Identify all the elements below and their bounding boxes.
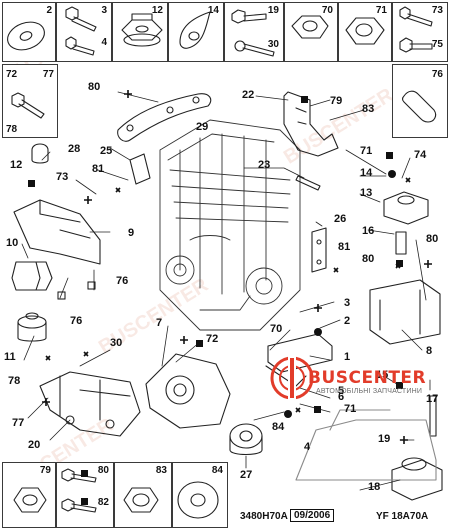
callout-74[interactable]: 74 <box>414 149 427 161</box>
callout-4[interactable]: 4 <box>304 441 311 453</box>
callout-71[interactable]: 71 <box>344 403 357 415</box>
callout-80[interactable]: 80 <box>88 81 101 93</box>
callout-20[interactable]: 20 <box>28 439 41 451</box>
callout-15[interactable]: 15 <box>376 369 389 381</box>
callout-12[interactable]: 12 <box>10 159 23 171</box>
brand-tagline: АВТОМОБІЛЬНІ ЗАПЧАСТИНИ <box>316 388 423 395</box>
callout-76[interactable]: 76 <box>70 315 83 327</box>
callout-7[interactable]: 7 <box>156 317 163 329</box>
van-icon <box>295 409 437 481</box>
callout-11[interactable]: 11 <box>4 351 16 363</box>
box-number: 19 <box>267 5 279 16</box>
callout-26[interactable]: 26 <box>334 213 347 225</box>
callout-25[interactable]: 25 <box>100 145 113 157</box>
callout-13[interactable]: 13 <box>360 187 373 199</box>
callout-78[interactable]: 78 <box>8 375 21 387</box>
callout-77[interactable]: 77 <box>12 417 25 429</box>
box-number: 80 <box>97 465 109 476</box>
callout-18[interactable]: 18 <box>368 481 381 493</box>
callout-16[interactable]: 16 <box>362 225 375 237</box>
part-box-73-75[interactable]: 73 75 <box>392 2 448 62</box>
box-number: 14 <box>207 5 219 16</box>
box-number: 77 <box>42 69 54 80</box>
callout-8[interactable]: 8 <box>426 345 433 357</box>
callout-76[interactable]: 76 <box>116 275 129 287</box>
engine-block-icon <box>159 119 301 331</box>
callout-17[interactable]: 17 <box>426 393 439 405</box>
box-number: 83 <box>155 465 167 476</box>
callout-22[interactable]: 22 <box>242 89 255 101</box>
box-number: 70 <box>321 5 333 16</box>
callout-81[interactable]: 81 <box>92 163 105 175</box>
callout-81[interactable]: 81 <box>338 241 351 253</box>
brand-logo-icon <box>270 356 314 400</box>
callout-2[interactable]: 2 <box>344 315 351 327</box>
callout-73[interactable]: 73 <box>56 171 69 183</box>
box-number: 82 <box>97 497 109 508</box>
callout-30[interactable]: 30 <box>110 337 123 349</box>
callout-29[interactable]: 29 <box>196 121 209 133</box>
diagram-reference: YF 18A70A <box>376 511 429 522</box>
box-number: 75 <box>431 39 443 50</box>
callout-23[interactable]: 23 <box>258 159 271 171</box>
box-number: 72 <box>6 69 18 80</box>
callout-19[interactable]: 19 <box>378 433 391 445</box>
washer-icon <box>7 21 45 51</box>
box-number: 3 <box>101 5 107 16</box>
part-box-76[interactable]: 76 <box>392 64 448 138</box>
callout-80[interactable]: 80 <box>362 253 375 265</box>
box-number: 76 <box>431 69 443 80</box>
brand-logo <box>268 354 316 402</box>
callout-72[interactable]: 72 <box>206 333 219 345</box>
callout-79[interactable]: 79 <box>330 95 343 107</box>
box-number: 12 <box>151 5 163 16</box>
callout-71[interactable]: 71 <box>360 145 373 157</box>
callout-70[interactable]: 70 <box>270 323 283 335</box>
diagram-date: 09/2006 <box>290 509 335 522</box>
brand-name: BUSCENTER <box>308 368 427 388</box>
box-number: 73 <box>431 5 443 16</box>
callout-14[interactable]: 14 <box>360 167 373 179</box>
callout-28[interactable]: 28 <box>68 143 81 155</box>
callout-9[interactable]: 9 <box>128 227 135 239</box>
part-box-2[interactable]: 2 <box>2 2 56 62</box>
box-number: 79 <box>39 465 51 476</box>
callout-80[interactable]: 80 <box>426 233 439 245</box>
callout-1[interactable]: 1 <box>344 351 351 363</box>
diagram-code: 3480H70A <box>240 511 288 522</box>
callout-5[interactable]: 5 <box>338 385 345 397</box>
box-number: 78 <box>6 124 18 135</box>
box-number: 4 <box>101 37 107 48</box>
box-number: 84 <box>211 465 223 476</box>
callout-27[interactable]: 27 <box>240 469 253 481</box>
part-box-83[interactable]: 83 <box>114 462 172 528</box>
callout-6[interactable]: 6 <box>338 391 345 403</box>
box-number: 71 <box>375 5 387 16</box>
part-box-72-77-78[interactable]: 72 77 78 <box>2 64 58 138</box>
part-box-70[interactable]: 70 <box>284 2 338 62</box>
callout-10[interactable]: 10 <box>6 237 19 249</box>
callout-83[interactable]: 83 <box>362 103 375 115</box>
box-number: 30 <box>267 39 279 50</box>
part-box-84[interactable]: 84 <box>172 462 228 528</box>
callout-84[interactable]: 84 <box>272 421 285 433</box>
callout-3[interactable]: 3 <box>344 297 351 309</box>
box-number: 2 <box>46 5 52 16</box>
